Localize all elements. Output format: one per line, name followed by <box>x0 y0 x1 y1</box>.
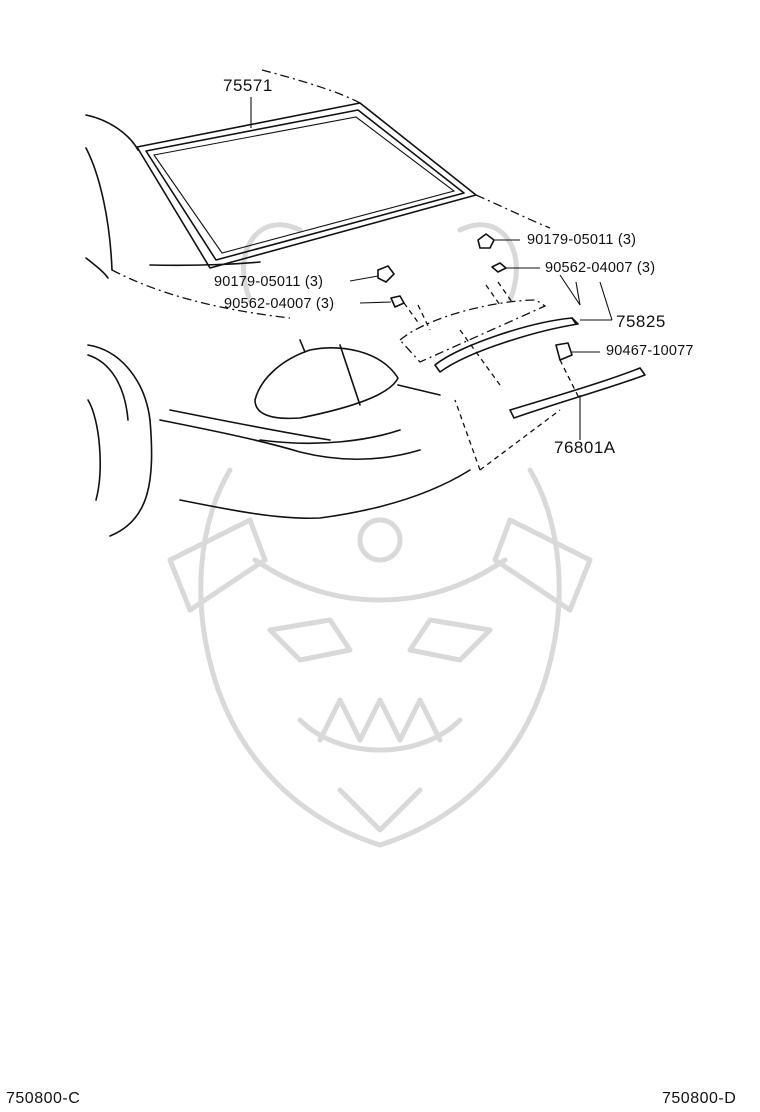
rear-window-glass <box>136 69 551 269</box>
car-body-outline <box>85 114 471 537</box>
diagram-code-right: 750800-D <box>662 1090 737 1107</box>
part-label-screw: 90467-10077 <box>606 343 694 359</box>
part-label-clip-right: 90179-05011 (3) <box>527 232 637 248</box>
part-label-rear-window-glass: 75571 <box>223 76 273 95</box>
left-fasteners <box>349 265 431 331</box>
right-fasteners <box>477 233 540 306</box>
screw <box>555 342 600 401</box>
watermark-emblem <box>167 222 593 848</box>
part-label-stop-lamp: 76801A <box>554 438 616 457</box>
part-label-garnish: 75825 <box>616 312 666 331</box>
part-label-clip-left: 90179-05011 (3) <box>214 274 324 290</box>
high-mount-stop-lamp <box>454 329 646 471</box>
diagram-code-left: 750800-C <box>6 1090 81 1107</box>
part-label-nut-left: 90562-04007 (3) <box>224 296 335 312</box>
part-label-nut-right: 90562-04007 (3) <box>545 260 656 276</box>
garnish <box>399 274 613 373</box>
